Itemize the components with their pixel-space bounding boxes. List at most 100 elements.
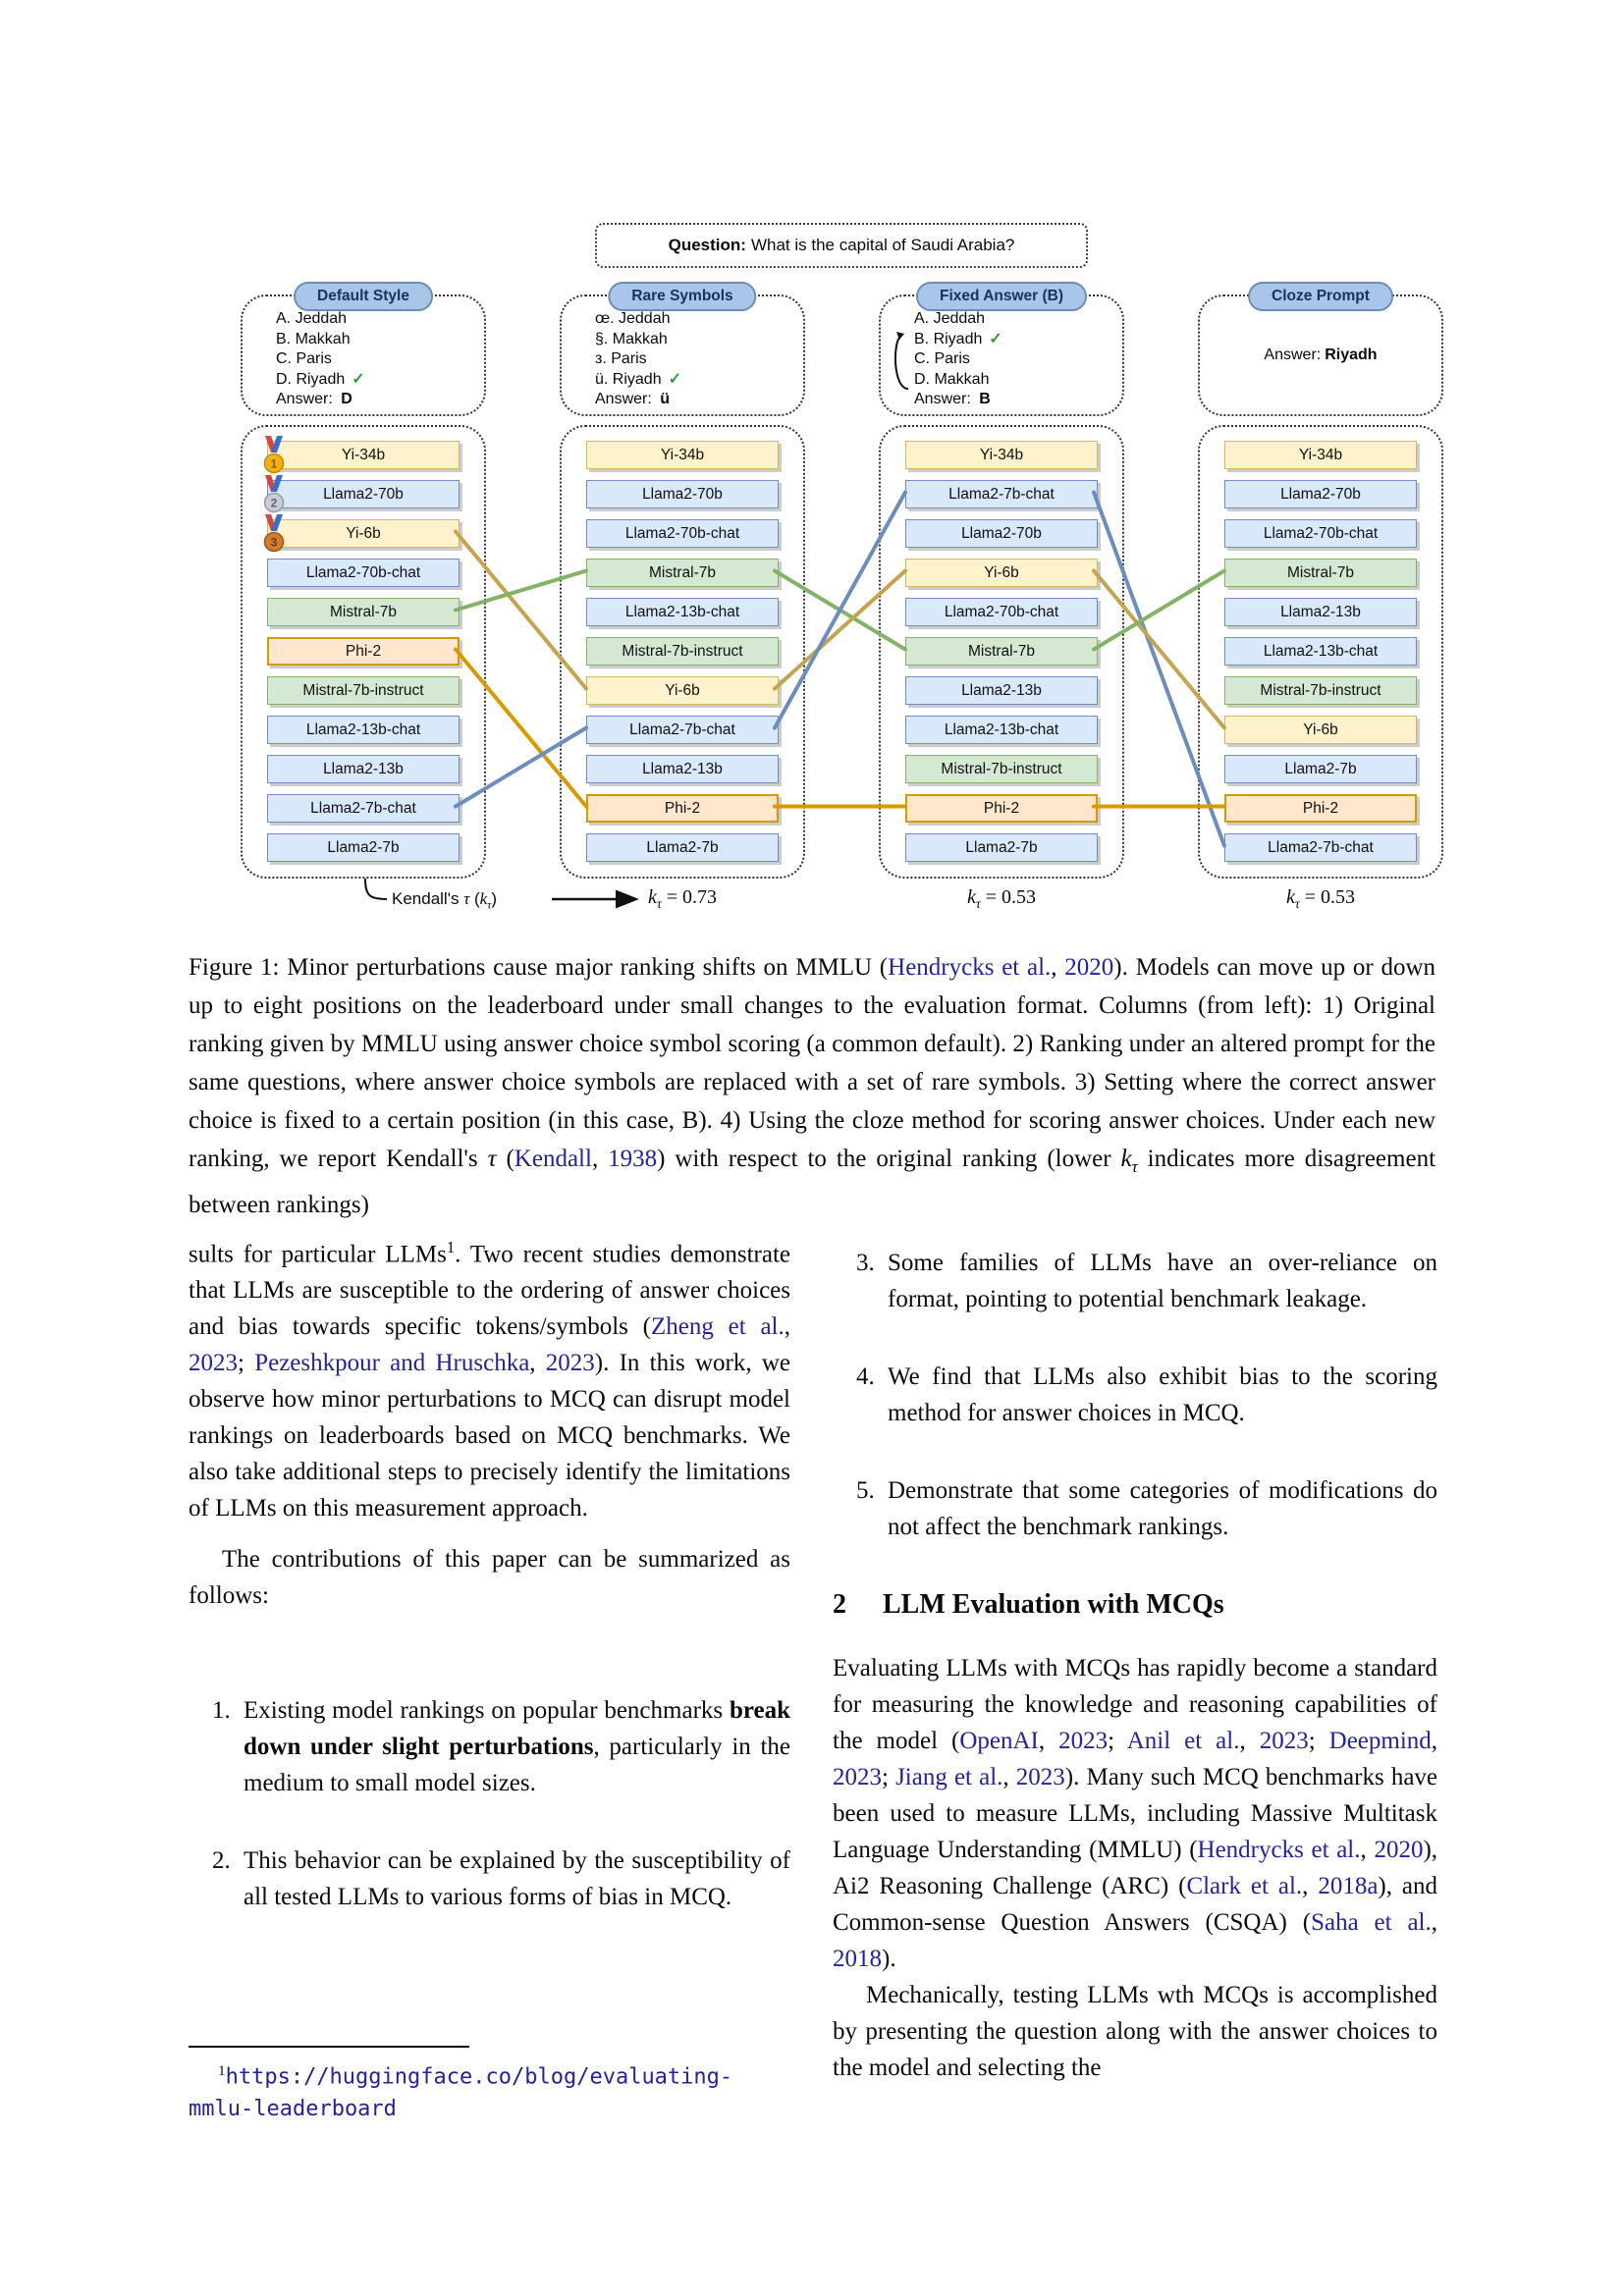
text-segment: Evaluating LLMs with MCQs has rapidly be… [833, 1655, 1437, 1754]
option-text: D. Makkah [914, 370, 990, 388]
text-segment: ). [882, 1946, 896, 1972]
list-item: 5. Demonstrate that some categories of m… [833, 1472, 1437, 1545]
model-box-llama2-7b-chat: Llama2-7b-chat [586, 716, 779, 744]
text-segment: , [1051, 954, 1065, 981]
model-box-mistral-7b-instruct: Mistral-7b-instruct [267, 676, 460, 705]
question-label: Question: [668, 236, 746, 254]
text-segment: Figure 1: Minor perturbations cause majo… [189, 954, 889, 981]
medal-3-icon: 3 [259, 514, 289, 559]
model-box-llama2-13b: Llama2-13b [267, 755, 460, 783]
medal-2-icon: 2 [259, 475, 289, 519]
answer-label: Answer: [1264, 347, 1322, 363]
citation-link[interactable]: Hendrycks et al. [1197, 1837, 1361, 1863]
answer-value: B [979, 391, 991, 407]
footnote-rule [189, 2046, 469, 2048]
answer-option: D. Riyadh✓ [276, 370, 365, 391]
citation-link[interactable]: Hendrycks et al. [888, 954, 1052, 981]
citation-link[interactable]: Zheng et al. [651, 1313, 785, 1341]
citation-link[interactable]: 2020 [1064, 954, 1114, 981]
model-box-mistral-7b: Mistral-7b [905, 637, 1098, 666]
citation-link[interactable]: 1938 [608, 1146, 658, 1172]
section-title: LLM Evaluation with MCQs [883, 1589, 1224, 1620]
text-segment: τ [656, 896, 662, 911]
paragraph: The contributions of this paper can be s… [189, 1541, 790, 1614]
text-segment: τ [487, 898, 492, 912]
citation-link[interactable]: Saha et al. [1311, 1909, 1432, 1936]
model-box-yi-6b: Yi-6b [1224, 716, 1417, 744]
list-item: 1. Existing model rankings on popular be… [189, 1692, 790, 1801]
answer-value: ü [660, 391, 671, 407]
text-segment: , [591, 1146, 609, 1172]
citation-link[interactable]: 2023 [545, 1350, 595, 1377]
kendall-tau-value: kτ = 0.53 [879, 886, 1124, 912]
style-header-pill: Cloze Prompt [1248, 282, 1393, 311]
answer-label: Answer: [276, 391, 338, 407]
citation-link[interactable]: Anil et al. [1126, 1728, 1240, 1754]
answer-value: Riyadh [1325, 347, 1378, 363]
citation-link[interactable]: Kendall [514, 1146, 592, 1172]
answer-option: §. Makkah [595, 330, 681, 350]
model-box-llama2-13b-chat: Llama2-13b-chat [267, 716, 460, 744]
citation-link[interactable]: 2020 [1374, 1837, 1424, 1863]
option-text: C. Paris [914, 350, 970, 367]
text-segment: 1 [446, 1238, 456, 1256]
fixed-answer-arrow-icon [889, 328, 912, 400]
text-segment: ; [1108, 1728, 1127, 1754]
answer-option: B. Riyadh✓ [914, 330, 1002, 350]
citation-link[interactable]: Pezeshkpour and Hruschka [254, 1350, 530, 1377]
model-box-yi-6b: Yi-6b [905, 559, 1098, 587]
citation-link[interactable]: Clark et al. [1186, 1873, 1303, 1899]
citation-link[interactable]: https://huggingface.co/blog/evaluating-m… [189, 2064, 733, 2121]
body-column-left: sults for particular LLMs1. Two recent s… [189, 1229, 790, 1956]
citation-link[interactable]: 2023 [1259, 1728, 1309, 1754]
model-box-llama2-13b-chat: Llama2-13b-chat [905, 716, 1098, 744]
text-segment: Existing model rankings on popular bench… [244, 1697, 730, 1725]
answer-line: Answer:Riyadh [1200, 296, 1441, 414]
citation-link[interactable]: OpenAI [959, 1728, 1039, 1754]
citation-link[interactable]: 2023 [189, 1350, 238, 1377]
footnote-text: 1https://huggingface.co/blog/evaluating-… [189, 2056, 790, 2124]
model-box-llama2-70b: Llama2-70b [586, 480, 779, 508]
answer-option: A. Jeddah [276, 309, 365, 330]
option-text: ü. Riyadh [595, 370, 662, 388]
model-box-llama2-13b: Llama2-13b [1224, 598, 1417, 626]
list-text: This behavior can be explained by the su… [244, 1847, 790, 1910]
kendall-tau-value: kτ = 0.53 [1198, 886, 1443, 912]
model-box-phi-2: Phi-2 [267, 637, 460, 666]
citation-link[interactable]: 2018 [833, 1946, 882, 1972]
paragraph: Evaluating LLMs with MCQs has rapidly be… [833, 1650, 1437, 1977]
text-segment: , [1002, 1764, 1016, 1790]
option-text: œ. Jeddah [595, 310, 671, 327]
model-box-yi-34b: Yi-34b [1224, 441, 1417, 469]
text-segment: k [1285, 886, 1295, 908]
model-box-mistral-7b: Mistral-7b [586, 559, 779, 587]
citation-link[interactable]: 2023 [1058, 1728, 1109, 1754]
footnote: 1https://huggingface.co/blog/evaluating-… [189, 2046, 790, 2124]
citation-link[interactable]: 2018a [1318, 1873, 1379, 1899]
model-box-llama2-13b: Llama2-13b [905, 676, 1098, 705]
model-box-llama2-7b: Llama2-7b [586, 833, 779, 862]
citation-link[interactable]: Jiang et al. [895, 1764, 1003, 1790]
answer-line: Answer: D [276, 390, 365, 410]
text-segment: ), and Common-sense Question Answers (CS… [833, 1873, 1438, 1936]
model-box-yi-34b: Yi-34b [586, 441, 779, 469]
citation-link[interactable]: Deepmind [1328, 1728, 1432, 1754]
model-box-phi-2: Phi-2 [586, 794, 779, 823]
text-segment: . Two recent studies demonstrate that LL… [189, 1241, 790, 1341]
body-column-right: 3. Some families of LLMs have an over-re… [833, 1229, 1437, 2086]
citation-link[interactable]: 2023 [833, 1764, 882, 1790]
list-number: 4. [856, 1363, 875, 1390]
text-segment: , [1239, 1728, 1260, 1754]
citation-link[interactable]: 2023 [1015, 1764, 1065, 1790]
contribution-list: 1. Existing model rankings on popular be… [189, 1692, 790, 1915]
text-segment: ). Many such MCQ benchmarks have been us… [833, 1764, 1438, 1863]
text-segment: ; [238, 1350, 255, 1377]
text-segment: Some families of LLMs have an over-relia… [888, 1250, 1437, 1312]
text-segment: = 0.73 [661, 886, 718, 908]
